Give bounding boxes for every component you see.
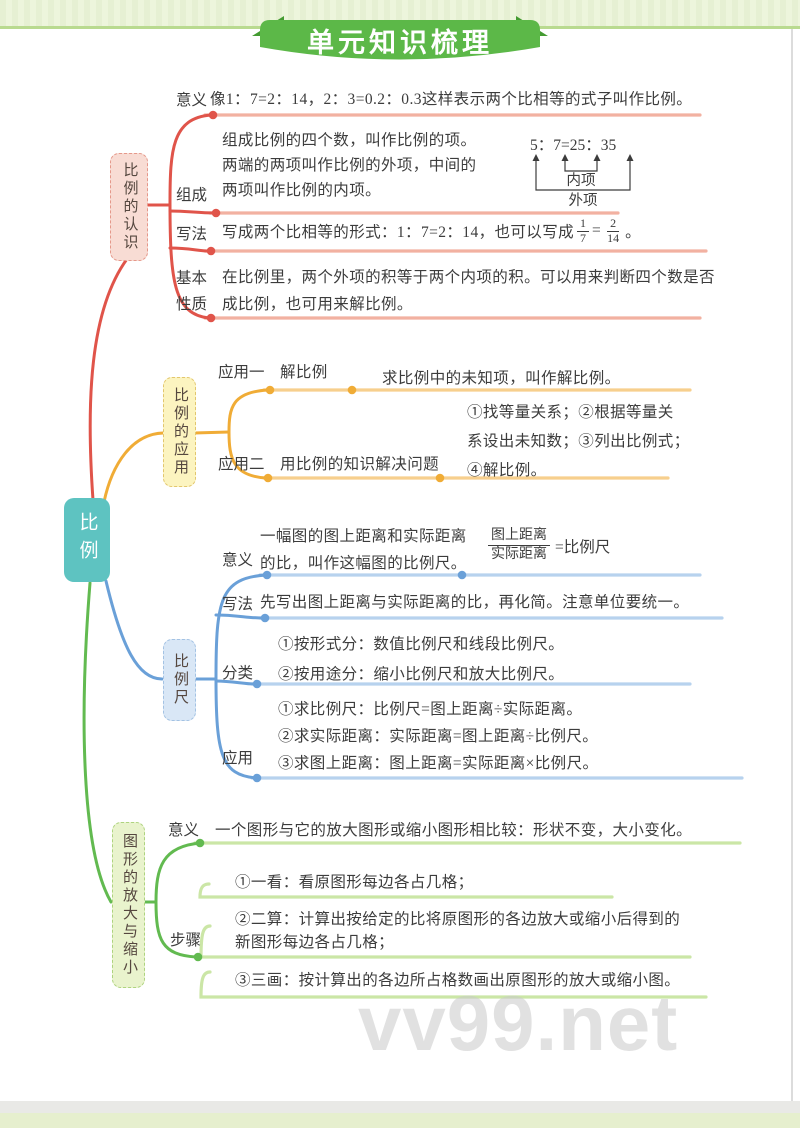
red-dots [206, 110, 221, 323]
app2-desc-line1: ①找等量关系；②根据等量关 [467, 404, 674, 421]
row-text-figure-meaning: 一个图形与它的放大图形或缩小图形相比较：形状不变，大小变化。 [215, 822, 693, 839]
blue-branch-lines [104, 573, 268, 780]
row-label-writing: 写法 [176, 226, 208, 243]
branch-node-application: 比例的应用 [163, 377, 196, 487]
row-label-scale-classify: 分类 [222, 665, 254, 682]
row-label-steps: 步骤 [170, 932, 202, 949]
basic-property-line1: 在比例里，两个外项的积等于两个内项的积。可以用来判断四个数是否 [222, 269, 715, 286]
app2-desc-line2: 系设出未知数；③列出比例式； [467, 433, 690, 450]
composition-line1: 组成比例的四个数，叫作比例的项。 [222, 132, 477, 149]
banner-ribbon [252, 16, 548, 60]
orange-underlines [262, 388, 692, 480]
step3-text: ③三画：按计算出的各边所占格数画出原图形的放大或缩小图。 [235, 972, 681, 989]
app2-desc-line3: ④解比例。 [467, 462, 547, 479]
branch-node-scale: 比例尺 [163, 639, 196, 721]
row-label-app1: 应用一 [218, 364, 265, 381]
composition-line3: 两项叫作比例的内项。 [222, 182, 382, 199]
branch-node-understanding: 比例的认识 [110, 153, 148, 261]
row-desc-app2: ①找等量关系；②根据等量关 系设出未知数；③列出比例式； ④解比例。 [467, 398, 690, 485]
step2-line1: ②二算：计算出按给定的比将原图形的各边放大或缩小后得到的 [235, 911, 681, 928]
footer-gray-band [0, 1101, 800, 1113]
red-branch-lines [88, 113, 216, 502]
terms-diagram: 5：7=25：35 内项 外项 内项 [530, 137, 634, 209]
writing-equals: = [592, 222, 602, 239]
scale-classify-line1: ①按形式分：数值比例尺和线段比例尺。 [278, 636, 565, 653]
inner-terms-label2: 内项 [567, 172, 596, 189]
writing-prefix: 写成两个比相等的形式：1：7=2：14，也可以写成 [222, 224, 574, 241]
orange-dots [263, 385, 445, 483]
row-text-scale-application: ①求比例尺：比例尺=图上距离÷实际距离。 ②求实际距离：实际距离=图上距离÷比例… [278, 696, 598, 777]
row-label-scale-meaning: 意义 [222, 552, 254, 569]
row-label-app2: 应用二 [218, 456, 265, 473]
blue-dots [252, 570, 467, 783]
scale-fraction: 图上距离 实际距离 [488, 527, 550, 564]
scale-formula-result: =比例尺 [555, 538, 611, 556]
row-label-scale-application: 应用 [222, 750, 254, 767]
scale-application-line2: ②求实际距离：实际距离=图上距离÷比例尺。 [278, 728, 599, 745]
scale-formula: 图上距离 实际距离 =比例尺 [488, 527, 610, 564]
scale-application-line1: ①求比例尺：比例尺=图上距离÷实际距离。 [278, 701, 583, 718]
watermark: vv99.net [358, 979, 679, 1067]
outer-terms-label: 外项 [569, 192, 598, 209]
step1-text: ①一看：看原图形每边各占几格； [235, 874, 474, 891]
scale-application-line3: ③求图上距离：图上距离=实际距离×比例尺。 [278, 755, 599, 772]
row-text-scale-meaning: 一幅图的图上距离和实际距离 的比，叫作这幅图的比例尺。 [260, 523, 467, 577]
row-label-basic-property-1: 基本 [176, 270, 208, 287]
fraction-1-7: 1 7 [577, 216, 589, 246]
branch-node-enlarge-shrink: 图形的放大与缩小 [112, 822, 145, 988]
row-sub-app2: 用比例的知识解决问题 [280, 456, 440, 473]
row-desc-app1: 求比例中的未知项，叫作解比例。 [382, 370, 621, 387]
row-sub-app1: 解比例 [280, 364, 328, 381]
scale-meaning-line1: 一幅图的图上距离和实际距离 [260, 528, 467, 545]
row-label-meaning: 意义 [176, 92, 208, 109]
row-text-scale-writing: 先写出图上距离与实际距离的比，再化简。注意单位要统一。 [260, 594, 690, 611]
scale-classify-line2: ②按用途分：缩小比例尺和放大比例尺。 [278, 666, 565, 683]
scale-meaning-line2: 的比，叫作这幅图的比例尺。 [260, 555, 467, 572]
row-text-composition: 组成比例的四个数，叫作比例的项。 两端的两项叫作比例的外项，中间的 两项叫作比例… [222, 128, 476, 203]
page-edge-line [791, 29, 793, 1101]
orange-branch-lines [102, 388, 270, 504]
step2-line2: 新图形每边各占几格； [235, 934, 395, 951]
row-label-figure-meaning: 意义 [168, 822, 200, 839]
page-title: 单元知识梳理 [307, 28, 493, 58]
red-underlines [203, 113, 708, 320]
row-text-writing: 写成两个比相等的形式：1：7=2：14，也可以写成 1 7 = 2 14 。 [222, 214, 641, 248]
row-label-scale-writing: 写法 [222, 596, 254, 613]
blue-underlines [250, 573, 744, 780]
green-branch-lines [82, 581, 203, 959]
row-label-basic-property-2: 性质 [176, 296, 208, 313]
row-text-basic-property: 在比例里，两个外项的积等于两个内项的积。可以用来判断四个数是否 成比例，也可用来… [222, 264, 715, 318]
row-text-scale-classify: ①按形式分：数值比例尺和线段比例尺。 ②按用途分：缩小比例尺和放大比例尺。 [278, 630, 564, 690]
fraction-2-14: 2 14 [607, 215, 620, 245]
step2-text: ②二算：计算出按给定的比将原图形的各边放大或缩小后得到的 新图形每边各占几格； [235, 908, 680, 954]
green-dots [193, 838, 205, 962]
terms-expression: 5：7=25：35 [530, 137, 616, 154]
root-node-proportion: 比例 [64, 498, 110, 582]
basic-property-line2: 成比例，也可用来解比例。 [222, 296, 413, 313]
row-text-meaning: 像1：7=2：14，2：3=0.2：0.3这样表示两个比相等的式子叫作比例。 [210, 91, 693, 108]
footer-green-band [0, 1113, 800, 1128]
writing-suffix: 。 [625, 224, 642, 241]
composition-line2: 两端的两项叫作比例的外项，中间的 [222, 157, 477, 174]
row-label-composition: 组成 [176, 187, 208, 204]
